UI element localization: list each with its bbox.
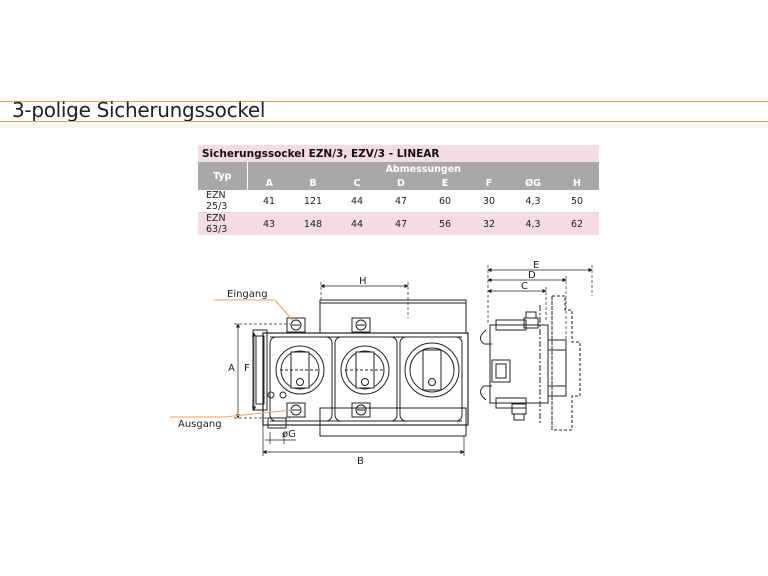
column-header: ØG [511,176,555,190]
front-view [252,299,469,437]
side-view [480,295,581,431]
cell: 56 [423,212,467,235]
dim-label-a: A [228,363,235,374]
title-rule-top [0,101,768,102]
cell: 50 [555,190,599,213]
cell: 44 [335,212,379,235]
cell: 4,3 [511,190,555,213]
cell: 30 [467,190,511,213]
screw-bottom-1 [286,402,306,418]
dim-label-g: øG [282,429,296,440]
label-ausgang: Ausgang [178,419,222,430]
column-header: B [291,176,335,190]
rail-top [319,299,467,334]
fuse-holder-3 [399,336,463,422]
dim-label-c: C [521,281,528,292]
column-header: C [335,176,379,190]
cell: 43 [247,212,291,235]
cell: 121 [291,190,335,213]
cell: 44 [335,190,379,213]
row-type: EZN 25/3 [198,190,247,213]
column-header: F [467,176,511,190]
column-header: E [423,176,467,190]
cell: 60 [423,190,467,213]
type-header: Typ [198,162,248,190]
table-row: EZN 25/3 41 121 44 47 60 30 4,3 50 [198,190,599,213]
left-bracket [252,329,268,411]
group-header: Abmessungen [247,162,599,176]
rail-bottom [319,407,467,437]
cell: 41 [247,190,291,213]
dim-label-b: B [357,456,364,467]
column-header: A [247,176,291,190]
page-title: 3-polige Sicherungssockel [12,98,266,122]
table-title: Sicherungssockel EZN/3, EZV/3 - LINEAR [198,145,599,162]
cell: 32 [467,212,511,235]
screw-bottom-2 [351,402,371,418]
label-eingang: Eingang [227,289,268,300]
column-header: D [379,176,423,190]
cell: 47 [379,212,423,235]
cell: 148 [291,212,335,235]
row-type: EZN 63/3 [198,212,247,235]
cell: 62 [555,212,599,235]
dim-label-e: E [533,260,539,271]
cell: 47 [379,190,423,213]
screw-top-2 [351,317,371,333]
dim-label-h: H [359,276,367,287]
side-dimensions [487,265,593,340]
title-rule-bottom [0,121,768,122]
cell: 4,3 [511,212,555,235]
dim-label-d: D [528,270,536,281]
dim-label-f: F [244,363,250,374]
fuse-holder-1 [269,336,333,422]
spec-table: Sicherungssockel EZN/3, EZV/3 - LINEAR T… [198,145,599,235]
fuse-holder-2 [334,336,398,422]
front-dimensions [170,282,465,456]
table-row: EZN 63/3 43 148 44 47 56 32 4,3 62 [198,212,599,235]
screw-top-1 [286,317,306,333]
column-header: H [555,176,599,190]
